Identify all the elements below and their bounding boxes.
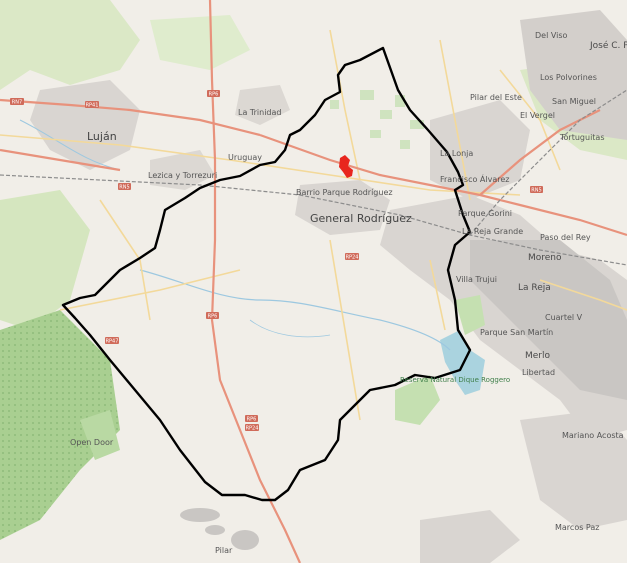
green-patches — [330, 90, 424, 149]
label-reserva: Reserva Natural Dique Roggero — [400, 376, 510, 384]
shield-rn5-east: RN5 — [530, 186, 543, 194]
secondary-roads — [0, 29, 627, 421]
railways — [0, 89, 627, 266]
shield-rp24: RP24 — [245, 424, 259, 432]
svg-text:RP41: RP41 — [86, 103, 99, 109]
svg-text:RP6: RP6 — [208, 314, 218, 320]
label-francisco-alvarez: Francisco Álvarez — [440, 173, 509, 184]
park-east — [455, 295, 485, 335]
stream-mid — [249, 319, 331, 338]
label-san-miguel: San Miguel — [552, 97, 596, 106]
urban-south — [420, 510, 520, 563]
label-barrio-parque: Barrio Parque Rodríguez — [296, 188, 393, 197]
label-parque-san-martin: Parque San Martín — [480, 328, 553, 337]
park-southwest — [80, 410, 120, 460]
label-open-door: Open Door — [70, 438, 114, 447]
svg-text:RN5: RN5 — [531, 188, 541, 194]
label-villa-trujui: Villa Trujui — [456, 275, 497, 284]
svg-text:RP6: RP6 — [247, 417, 257, 423]
park-reserva — [395, 375, 440, 425]
label-lezica: Lezica y Torrezuri — [148, 171, 217, 180]
label-cuartel-v: Cuartel V — [545, 313, 583, 322]
urban-la-trinidad — [235, 85, 290, 125]
road-shields: RN7 RP41 RP6 RN5 RP6 RP6 RP24 RP47 RN5 R… — [10, 90, 543, 432]
river-lujan — [19, 119, 121, 171]
shield-rp24-top: RP24 — [345, 253, 359, 261]
label-libertad: Libertad — [522, 368, 555, 377]
urban-del-viso — [430, 100, 530, 200]
label-lujan: Luján — [87, 130, 117, 143]
label-del-viso: Del Viso — [535, 31, 568, 40]
district-boundary — [61, 46, 472, 502]
river-reconquista — [139, 269, 451, 351]
svg-text:RP6: RP6 — [209, 92, 219, 98]
label-merlo: Merlo — [525, 351, 551, 361]
label-el-vergel: El Vergel — [520, 111, 555, 120]
label-pilar-del-este: Pilar del Este — [470, 93, 522, 102]
svg-text:RP24: RP24 — [246, 426, 259, 432]
highlight-area — [339, 155, 353, 178]
urban-lujan — [30, 80, 140, 170]
label-moreno: Moreno — [528, 253, 562, 263]
map-labels: Luján Lezica y Torrezuri Uruguay La Trin… — [70, 31, 627, 555]
label-tortuguitas: Tortuguitas — [559, 133, 605, 142]
label-pilar-bottom: Pilar — [215, 546, 233, 555]
label-la-reja: La Reja — [518, 283, 551, 293]
label-la-lonja: La Lonja — [440, 149, 473, 158]
shield-rn7-west: RN7 — [10, 98, 24, 106]
label-la-reja-grande: La Reja Grande — [462, 227, 523, 236]
shield-rp47: RP47 — [105, 337, 119, 345]
label-parque-gorini: Parque Gorini — [458, 209, 512, 218]
urban-marcos-paz — [520, 410, 627, 530]
shield-rp41: RP41 — [85, 101, 99, 109]
svg-text:RN7: RN7 — [12, 100, 22, 106]
svg-text:RN5: RN5 — [119, 185, 129, 191]
label-la-trinidad: La Trinidad — [238, 108, 281, 117]
label-uruguay: Uruguay — [228, 153, 262, 162]
farmland-west — [0, 190, 90, 330]
label-paso-del-rey: Paso del Rey — [540, 233, 591, 242]
urban-dense-moreno — [470, 240, 627, 400]
shield-rp6-north: RP6 — [207, 90, 220, 98]
shield-rp6-south: RP6 — [245, 415, 258, 423]
label-mariano-acosta: Mariano Acosta — [562, 431, 624, 440]
farmland-north — [150, 15, 250, 70]
label-los-polvorines: Los Polvorines — [540, 73, 597, 82]
svg-text:RP47: RP47 — [106, 339, 119, 345]
urban-patches-south — [180, 508, 259, 550]
urban-general-rodriguez — [295, 180, 390, 235]
label-jose-c-paz: José C. Paz — [589, 40, 627, 51]
farmland-northwest — [0, 0, 140, 90]
shield-rp6-mid: RP6 — [206, 312, 219, 320]
label-marcos-paz-bottom: Marcos Paz — [555, 523, 600, 532]
svg-text:RP24: RP24 — [346, 255, 359, 261]
label-general-rodriguez: General Rodríguez — [310, 212, 412, 225]
forest-southwest — [0, 310, 120, 540]
urban-lezica — [150, 150, 215, 190]
shield-rn5-west: RN5 — [118, 183, 131, 191]
